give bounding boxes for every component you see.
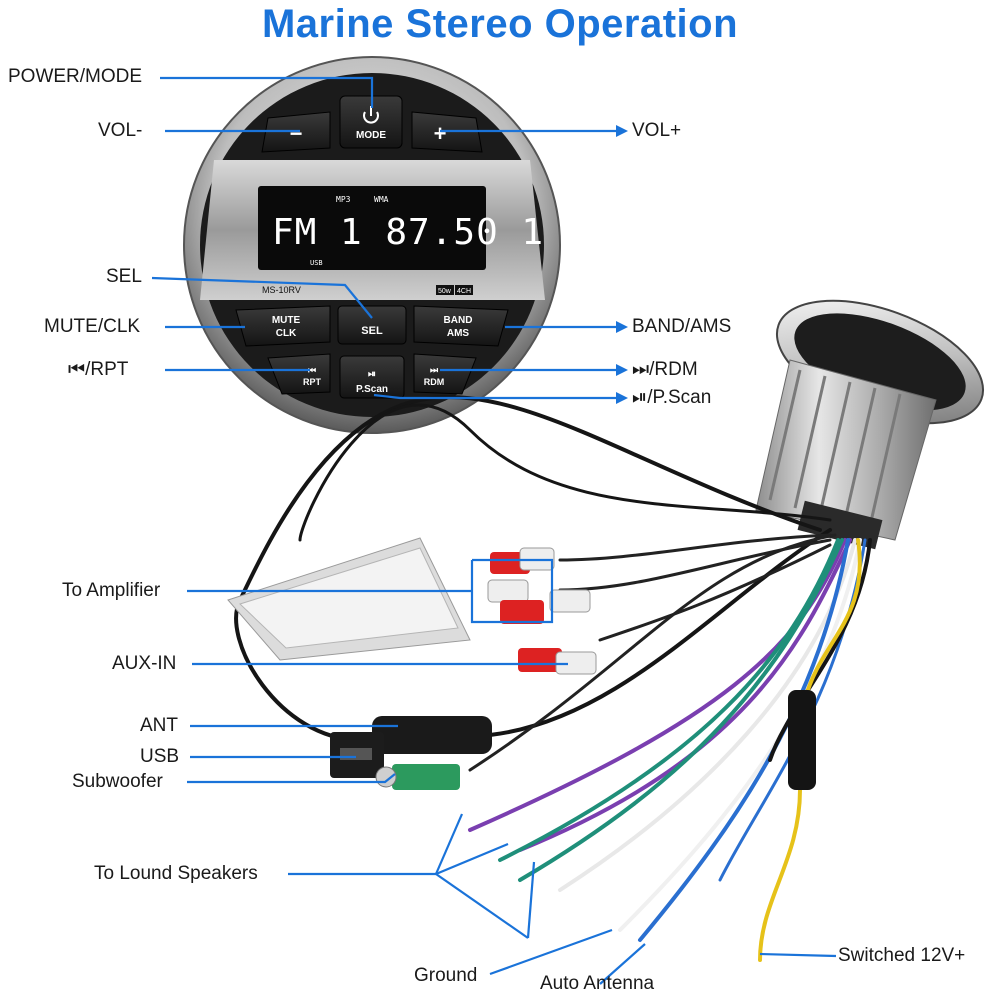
leader-auto-antenna bbox=[599, 943, 646, 985]
rdm-icon: ⏭ bbox=[430, 365, 439, 375]
label-band-ams: BAND/AMS bbox=[632, 316, 732, 337]
lcd-display bbox=[258, 186, 486, 270]
rdm-button[interactable]: ⏭ RDM bbox=[413, 353, 477, 395]
label-pscan: ⏯/P.Scan bbox=[632, 387, 712, 408]
leader-pscan bbox=[373, 393, 616, 400]
lcd-main-readout: FM 1 87.50 1 bbox=[272, 212, 544, 253]
mode-label: MODE bbox=[356, 130, 386, 141]
lcd-indicator-wma: WMA bbox=[374, 195, 389, 204]
rear-housing bbox=[755, 299, 985, 550]
usb-connector bbox=[330, 732, 384, 778]
label-power-mode: POWER/MODE bbox=[8, 66, 143, 87]
leader-arrows bbox=[616, 125, 628, 404]
manual-booklet bbox=[227, 537, 471, 661]
label-ground: Ground bbox=[414, 965, 478, 986]
amp-bracket bbox=[470, 558, 554, 624]
pscan-icon: ⏯ bbox=[368, 369, 376, 380]
label-aux-in: AUX-IN bbox=[112, 653, 177, 674]
lcd-indicator-usb: USB bbox=[310, 259, 323, 267]
leader-lines bbox=[151, 76, 837, 985]
rpt-label: RPT bbox=[303, 377, 322, 387]
speaker-fan bbox=[434, 813, 464, 875]
band-label: BAND bbox=[444, 315, 473, 326]
vol-down-symbol: − bbox=[290, 121, 303, 146]
leader-switched-12v bbox=[759, 952, 837, 958]
model-label: MS-10RV bbox=[262, 285, 301, 295]
label-rpt: ⏮/RPT bbox=[68, 359, 129, 380]
label-auto-antenna: Auto Antenna bbox=[540, 973, 655, 994]
stereo-head-unit: MP3 WMA FM 1 87.50 1 USB MS-10RV 50w 4CH… bbox=[183, 56, 561, 434]
rpt-icon: ⏮ bbox=[308, 365, 316, 375]
label-rdm: ⏭/RDM bbox=[632, 359, 698, 380]
channel-badge: 4CH bbox=[457, 288, 471, 295]
lcd-indicator-mp3: MP3 bbox=[336, 195, 351, 204]
page-title: Marine Stereo Operation bbox=[261, 2, 739, 46]
subwoofer-connector bbox=[375, 764, 460, 790]
rdm-label: RDM bbox=[424, 377, 445, 387]
ant-connector bbox=[372, 716, 492, 754]
vol-up-symbol: + bbox=[434, 121, 447, 146]
label-sel: SEL bbox=[106, 266, 142, 287]
pscan-label: P.Scan bbox=[356, 384, 388, 395]
leader-ground bbox=[489, 928, 613, 976]
leader-subwoofer bbox=[187, 773, 396, 784]
clk-label: CLK bbox=[276, 328, 297, 339]
rpt-button[interactable]: ⏮ RPT bbox=[267, 353, 331, 395]
ams-label: AMS bbox=[447, 328, 470, 339]
wiring-harness bbox=[234, 395, 872, 962]
sel-button[interactable]: SEL bbox=[337, 305, 407, 345]
pscan-button[interactable]: ⏯ P.Scan bbox=[339, 355, 405, 399]
mute-clk-button[interactable]: MUTE CLK bbox=[235, 305, 331, 347]
label-vol-minus: VOL- bbox=[98, 120, 143, 141]
leader-power-mode bbox=[160, 76, 374, 108]
label-to-loud-speakers: To Lound Speakers bbox=[94, 863, 258, 884]
mute-label: MUTE bbox=[272, 315, 301, 326]
sel-label: SEL bbox=[361, 325, 383, 337]
label-vol-plus: VOL+ bbox=[632, 120, 682, 141]
mode-button[interactable]: MODE bbox=[339, 95, 403, 149]
band-ams-button[interactable]: BAND AMS bbox=[413, 305, 509, 347]
leader-sel bbox=[151, 276, 373, 319]
label-to-amplifier: To Amplifier bbox=[62, 580, 161, 601]
label-subwoofer: Subwoofer bbox=[72, 771, 163, 792]
label-usb: USB bbox=[140, 746, 180, 767]
label-mute-clk: MUTE/CLK bbox=[44, 316, 141, 337]
power-badge: 50w bbox=[438, 288, 452, 295]
rca-connectors bbox=[487, 547, 597, 675]
label-ant: ANT bbox=[140, 715, 178, 736]
label-switched-12v: Switched 12V+ bbox=[838, 945, 966, 966]
